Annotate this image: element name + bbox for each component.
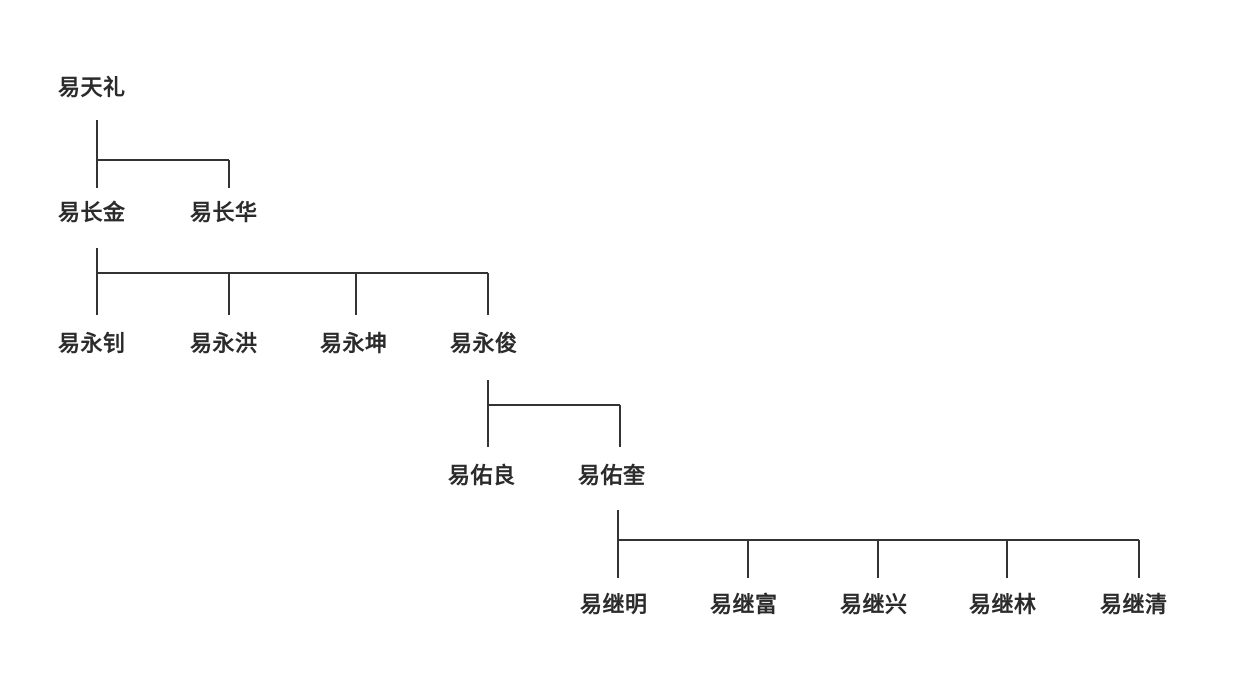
person-node[interactable]: 易永俊: [450, 332, 518, 357]
person-node[interactable]: 易继明: [580, 593, 648, 618]
person-node[interactable]: 易长华: [190, 201, 258, 226]
person-node[interactable]: 易天礼: [58, 76, 126, 101]
person-node[interactable]: 易永坤: [320, 332, 388, 357]
person-node[interactable]: 易继林: [969, 593, 1037, 618]
person-node[interactable]: 易长金: [58, 201, 126, 226]
person-node[interactable]: 易佑奎: [578, 464, 646, 489]
person-node[interactable]: 易继兴: [840, 593, 908, 618]
person-node[interactable]: 易继清: [1100, 593, 1168, 618]
person-node[interactable]: 易佑良: [448, 464, 516, 489]
person-node[interactable]: 易永钊: [58, 332, 126, 357]
person-node[interactable]: 易永洪: [190, 332, 258, 357]
person-node[interactable]: 易继富: [710, 593, 778, 618]
